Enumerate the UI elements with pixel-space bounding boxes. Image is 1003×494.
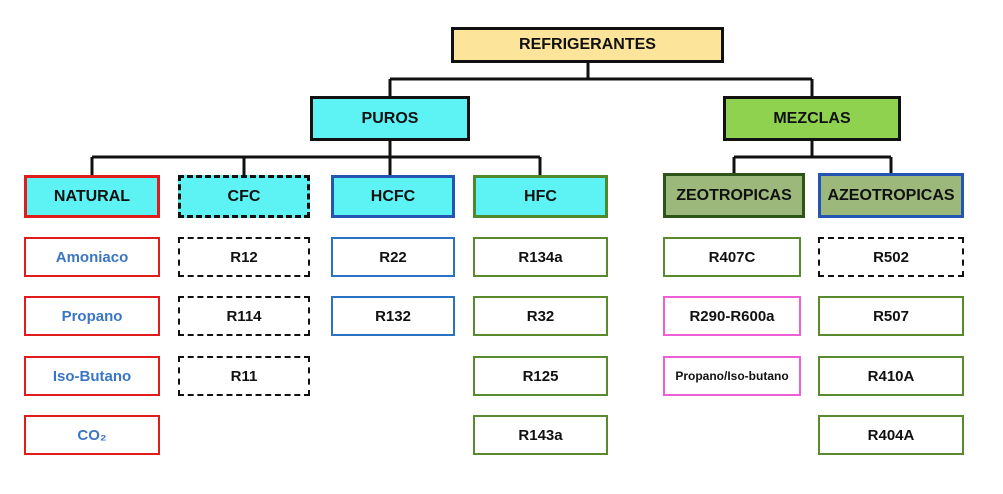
leaf-iso-butano: Iso-Butano	[24, 356, 160, 396]
leaf-propano-iso-butano: Propano/Iso-butano	[663, 356, 801, 396]
leaf-r132: R132	[331, 296, 455, 336]
leaf-co2: CO₂	[24, 415, 160, 455]
leaf-r502: R502	[818, 237, 964, 277]
leaf-r290-r600a: R290-R600a	[663, 296, 801, 336]
category-zeotropicas: ZEOTROPICAS	[663, 173, 805, 218]
leaf-r134a: R134a	[473, 237, 608, 277]
leaf-r507: R507	[818, 296, 964, 336]
leaf-r410a: R410A	[818, 356, 964, 396]
leaf-r404a: R404A	[818, 415, 964, 455]
mezclas-node: MEZCLAS	[723, 96, 901, 141]
category-hfc: HFC	[473, 175, 608, 218]
root-node: REFRIGERANTES	[451, 27, 724, 63]
leaf-propano: Propano	[24, 296, 160, 336]
leaf-r22: R22	[331, 237, 455, 277]
category-hcfc: HCFC	[331, 175, 455, 218]
leaf-r12: R12	[178, 237, 310, 277]
leaf-r143a: R143a	[473, 415, 608, 455]
puros-node: PUROS	[310, 96, 470, 141]
leaf-r114: R114	[178, 296, 310, 336]
leaf-r407c: R407C	[663, 237, 801, 277]
category-natural: NATURAL	[24, 175, 160, 218]
leaf-r11: R11	[178, 356, 310, 396]
category-cfc: CFC	[178, 175, 310, 218]
category-azeotropicas: AZEOTROPICAS	[818, 173, 964, 218]
leaf-r125: R125	[473, 356, 608, 396]
leaf-amoniaco: Amoniaco	[24, 237, 160, 277]
leaf-r32: R32	[473, 296, 608, 336]
